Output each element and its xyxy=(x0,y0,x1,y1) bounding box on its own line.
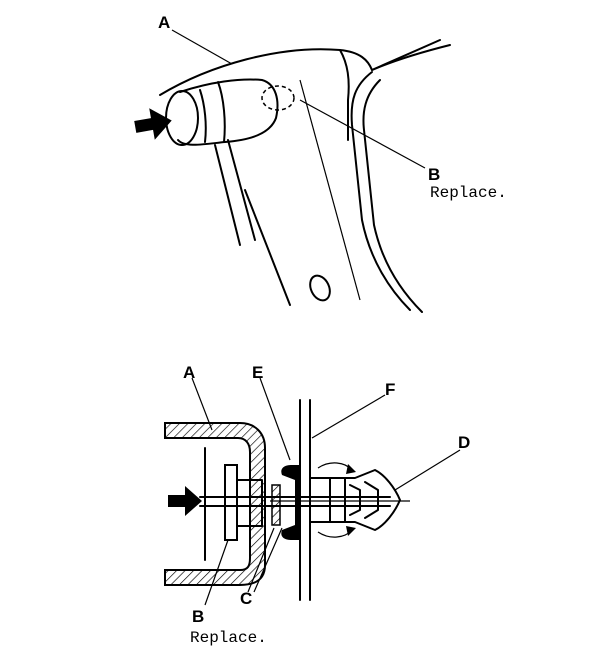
trim-panel-outline xyxy=(159,39,441,96)
label-a-section: A xyxy=(183,363,195,382)
grommet-e xyxy=(281,465,300,540)
top-view: A B Replace. xyxy=(134,13,507,313)
seal-c xyxy=(271,484,281,526)
label-a-top: A xyxy=(158,13,170,32)
trim-panel-section xyxy=(164,422,266,586)
removal-tool xyxy=(177,78,279,146)
label-f-section: F xyxy=(385,380,395,399)
clip-d xyxy=(309,469,401,531)
note-replace-top: Replace. xyxy=(430,184,507,202)
label-e-section: E xyxy=(252,363,263,382)
label-b-top: B xyxy=(428,165,440,184)
label-d-section: D xyxy=(458,433,470,452)
clip-b-hidden xyxy=(261,85,295,111)
note-replace-section: Replace. xyxy=(190,629,267,647)
push-arrow-section xyxy=(168,486,202,516)
label-b-section: B xyxy=(192,607,204,626)
panel-hole xyxy=(309,274,331,302)
section-view: A E F D B C Replace. xyxy=(164,363,470,647)
pillar xyxy=(350,71,411,311)
push-arrow-top xyxy=(134,108,172,140)
clip-b-flange xyxy=(224,464,238,541)
label-c-section: C xyxy=(240,589,252,608)
